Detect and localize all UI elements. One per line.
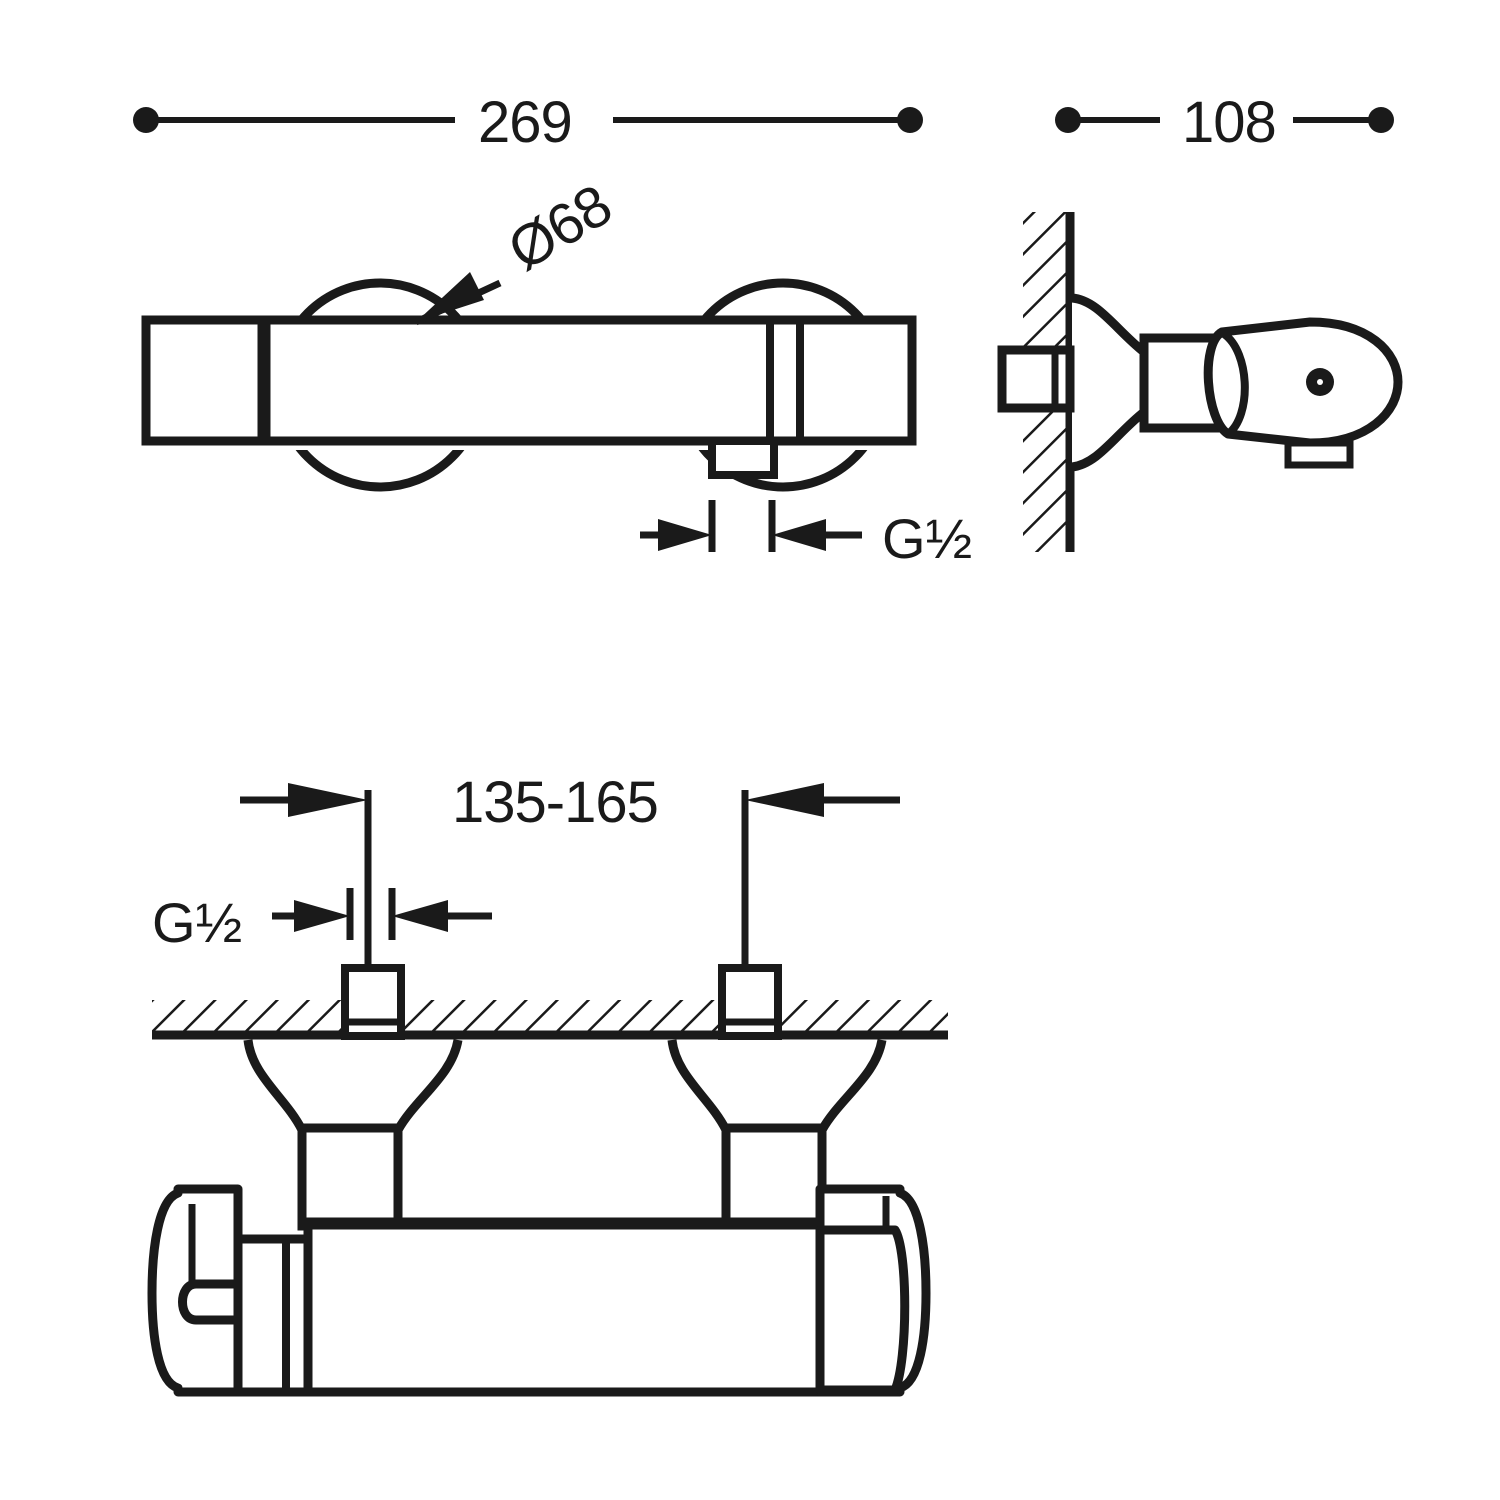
- left-inlet-connector: [341, 964, 405, 1040]
- arrowhead-left: [288, 783, 368, 817]
- dimension-label-projection: 108: [1182, 90, 1276, 155]
- left-s-union: [297, 1123, 403, 1231]
- dimension-label-centres: 135-165: [452, 770, 658, 835]
- handle-centre-pin-hole: [1317, 379, 1323, 385]
- outlet-nozzle: [708, 437, 778, 479]
- front-body: [303, 1217, 825, 1397]
- body-outline: [257, 315, 917, 446]
- dimension-dot-left: [1055, 107, 1081, 133]
- dimension-thread-front: G½: [152, 888, 492, 954]
- side-view: [997, 212, 1403, 552]
- leader-diameter-68: [414, 272, 502, 326]
- arrowhead-left: [294, 900, 350, 932]
- arrowhead-left: [658, 519, 712, 551]
- left-handle-outer: [147, 1184, 243, 1397]
- dimension-overall-width-269: 269: [133, 90, 923, 155]
- right-s-union: [721, 1123, 827, 1231]
- wall-hatching: [152, 1000, 948, 1034]
- arrowhead-right: [772, 519, 826, 551]
- dimension-dot-right: [897, 107, 923, 133]
- right-handle-inner-block: [815, 1225, 910, 1395]
- dimension-inlet-centres: 135-165: [240, 770, 900, 1068]
- dimension-label-thread-front: G½: [152, 891, 242, 954]
- dimension-label-thread-top: G½: [882, 507, 972, 570]
- dimension-thread-top: G½: [640, 500, 972, 570]
- left-end-cap: [141, 315, 271, 446]
- inlet-connector-block: [997, 345, 1075, 413]
- leader-arrowhead: [416, 272, 484, 322]
- dimension-label-width: 269: [478, 90, 572, 155]
- handle-teardrop: [1203, 317, 1403, 448]
- arrowhead-right: [392, 900, 448, 932]
- front-view: [147, 964, 948, 1397]
- left-handle-inner-block: [233, 1234, 313, 1397]
- right-inlet-connector: [718, 964, 782, 1040]
- arrowhead-right: [745, 783, 824, 817]
- handle-chamfer-line: [1221, 330, 1249, 438]
- dimension-projection-108: 108: [1055, 90, 1394, 155]
- top-view: Ø68: [141, 173, 917, 492]
- outlet-tab: [1284, 439, 1354, 469]
- body-mask: [265, 320, 912, 450]
- dimension-dot-right: [1368, 107, 1394, 133]
- dimension-dot-left: [133, 107, 159, 133]
